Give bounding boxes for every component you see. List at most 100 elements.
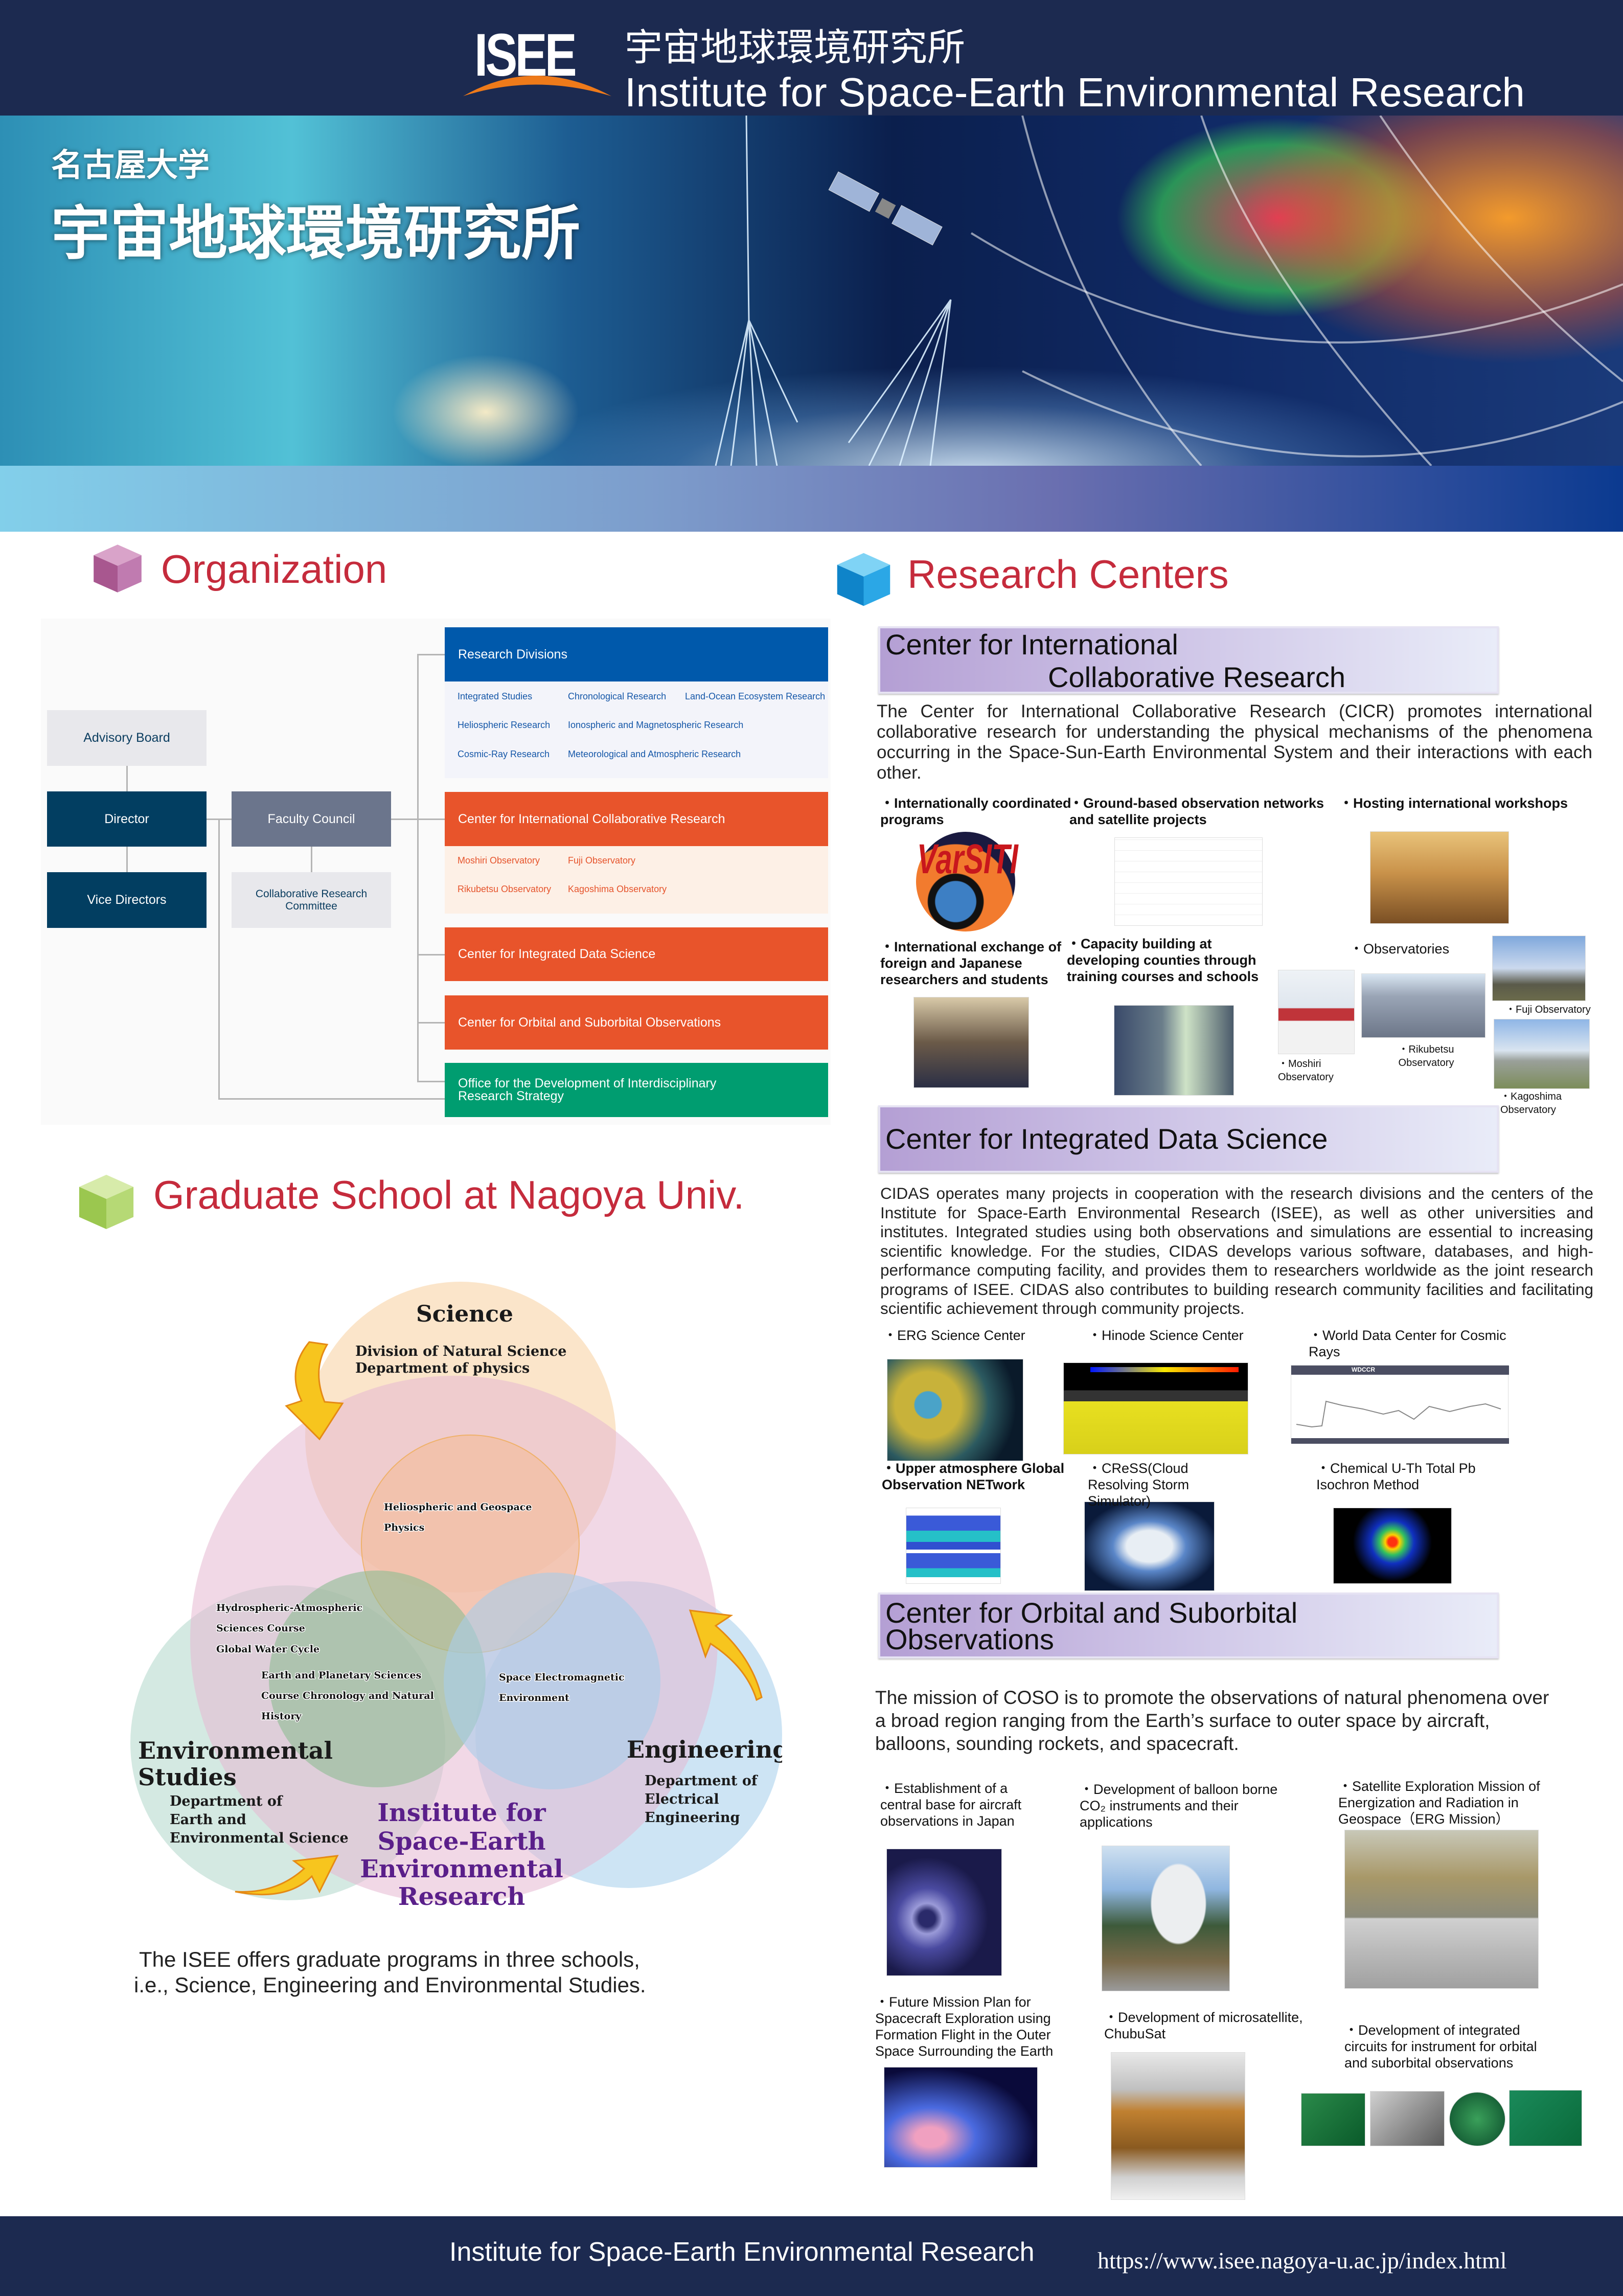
cidas-item-label: ・CReSS(Cloud Resolving Storm Simulator)	[1088, 1461, 1190, 1509]
varsiti-text: VarSITI	[917, 836, 1018, 882]
cicr-item-label: ・Capacity building at developing countie…	[1067, 936, 1259, 984]
science-sub: Division of Natural Science	[355, 1344, 566, 1359]
observatory-item: Rikubetsu Observatory	[458, 884, 552, 894]
connector-line	[417, 1022, 445, 1024]
cidas-item-label: ・World Data Center for Cosmic Rays	[1309, 1328, 1506, 1359]
cicr-item-label: ・Internationally coordinated programs	[880, 795, 1071, 827]
advisory-board-box: Advisory Board	[47, 710, 207, 766]
cicr-item-label: ・International exchange of foreign and J…	[880, 939, 1062, 987]
connector-line	[417, 1081, 445, 1082]
observatory-item: Moshiri Observatory	[458, 855, 540, 866]
course-label: History	[261, 1711, 302, 1722]
integrated-circuit-photo	[1301, 2093, 1365, 2146]
coso-item-label: ・Development of microsatellite, ChubuSat	[1104, 2010, 1303, 2041]
wdccr-plot	[1296, 1400, 1501, 1428]
coso-item-label: ・Development of integrated circuits for …	[1344, 2022, 1537, 2071]
division-item: Heliospheric Research	[458, 720, 551, 730]
isee-logo: ISEE	[458, 25, 616, 101]
banner-graphics	[715, 116, 1623, 466]
cidas-item-label: ・Hinode Science Center	[1088, 1328, 1244, 1343]
course-label: Heliospheric and Geospace	[384, 1502, 532, 1513]
coso-paragraph: The mission of COSO is to promote the ob…	[875, 1687, 1549, 1754]
isochron-image	[1333, 1508, 1452, 1584]
title-line: Center for International	[885, 628, 1178, 661]
graduate-description: The ISEE offers graduate programs in thr…	[134, 1947, 646, 1998]
connector-line	[218, 819, 220, 1099]
faculty-council-box: Faculty Council	[232, 791, 391, 847]
coso-item-label: ・Development of balloon borne CO₂ instru…	[1080, 1782, 1278, 1830]
exchange-photo	[913, 997, 1029, 1088]
science-sub: Department of physics	[355, 1360, 530, 1376]
gradient-strip	[0, 466, 1623, 532]
moshiri-observatory-photo	[1278, 970, 1355, 1054]
coso-box: Center for Orbital and Suborbital Observ…	[445, 995, 828, 1050]
integrated-circuit-photo	[1449, 2092, 1505, 2146]
hero-banner-image: 名古屋大学 宇宙地球環境研究所	[0, 116, 1623, 466]
observatory-label: ・Kagoshima Observatory	[1500, 1091, 1562, 1116]
course-label: Course Chronology and Natural	[261, 1690, 434, 1701]
course-label: Physics	[384, 1522, 424, 1533]
research-divisions-panel	[445, 681, 828, 778]
title-japanese: 宇宙地球環境研究所	[625, 26, 965, 69]
office-box: Office for the Development of Interdisci…	[445, 1063, 828, 1117]
collaborative-committee-box: Collaborative Research Committee	[232, 872, 391, 928]
graduate-diagram: Science Division of Natural Science Depa…	[130, 1282, 782, 1911]
fuji-observatory-photo	[1492, 936, 1586, 1001]
env-sub: Department of	[170, 1793, 284, 1809]
observatory-item: Kagoshima Observatory	[568, 884, 667, 894]
course-label: Sciences Course	[216, 1623, 305, 1634]
environment-globe	[269, 1571, 486, 1787]
workshop-photo	[1370, 831, 1509, 924]
course-label: Hydrospheric-Atmospheric	[216, 1602, 362, 1613]
course-label: Global Water Cycle	[216, 1644, 319, 1655]
balloon-photo	[1102, 1846, 1230, 1991]
course-label: Environment	[499, 1692, 569, 1703]
science-label: Science	[416, 1301, 513, 1327]
observation-network-map-image	[1114, 837, 1263, 926]
cube-icon	[837, 553, 890, 606]
observatory-label: ・Fuji Observatory	[1505, 1004, 1591, 1015]
eng-sub: Department of	[645, 1773, 759, 1789]
title-line: Center for Orbital and Suborbital	[885, 1597, 1298, 1629]
description-line: The ISEE offers graduate programs in thr…	[139, 1947, 640, 1971]
cidas-item-label: ・ERG Science Center	[883, 1328, 1025, 1343]
observatory-label: ・Moshiri Observatory	[1278, 1058, 1334, 1083]
connector-line	[311, 847, 312, 872]
division-item: Integrated Studies	[458, 691, 533, 701]
erg-science-image	[887, 1359, 1023, 1461]
environmental-studies-label: Studies	[138, 1763, 237, 1791]
cicr-item-label: ・Observatories	[1350, 941, 1450, 957]
coso-title: Center for Orbital and Suborbital Observ…	[878, 1593, 1499, 1658]
title-english: Institute for Space-Earth Environmental …	[625, 70, 1525, 115]
observatory-label: ・Rikubetsu Observatory	[1398, 1044, 1454, 1069]
organization-heading: Organization	[161, 547, 387, 592]
research-divisions-box: Research Divisions	[445, 627, 828, 681]
footer-url-link[interactable]: https://www.isee.nagoya-u.ac.jp/index.ht…	[1098, 2247, 1507, 2274]
title-line: Collaborative Research	[1048, 661, 1346, 693]
graduate-heading: Graduate School at Nagoya Univ.	[153, 1172, 745, 1217]
arrow-icon	[235, 1341, 763, 1896]
title-line: Center for Integrated Data Science	[885, 1123, 1328, 1155]
cidas-title: Center for Integrated Data Science	[878, 1105, 1499, 1173]
integrated-circuit-photo	[1509, 2090, 1582, 2146]
university-name-ja: 名古屋大学	[51, 148, 210, 183]
isee-label: Environmental	[360, 1855, 563, 1883]
isee-label: Institute for	[377, 1799, 546, 1827]
division-item: Land-Ocean Ecosystem Research	[685, 691, 826, 701]
formation-flight-image	[884, 2067, 1038, 2168]
space-globe	[444, 1573, 660, 1789]
eng-sub: Engineering	[645, 1810, 740, 1826]
description-line: i.e., Science, Engineering and Environme…	[134, 1973, 646, 1997]
chubusat-photo	[1111, 2052, 1245, 2200]
connector-line	[417, 954, 445, 956]
rikubetsu-observatory-photo	[1361, 973, 1485, 1038]
cicr-item-label: ・Ground-based observation networks and s…	[1069, 795, 1324, 827]
division-item: Cosmic-Ray Research	[458, 749, 550, 759]
connector-line	[218, 1098, 445, 1100]
title-line: Observations	[885, 1623, 1054, 1655]
institute-name-ja: 宇宙地球環境研究所	[51, 201, 581, 266]
satellite-icon	[828, 171, 943, 245]
cidas-item-label: ・Upper atmosphere Global Observation NET…	[882, 1461, 1065, 1492]
connector-line	[417, 654, 419, 1082]
isee-label: Research	[398, 1882, 525, 1911]
